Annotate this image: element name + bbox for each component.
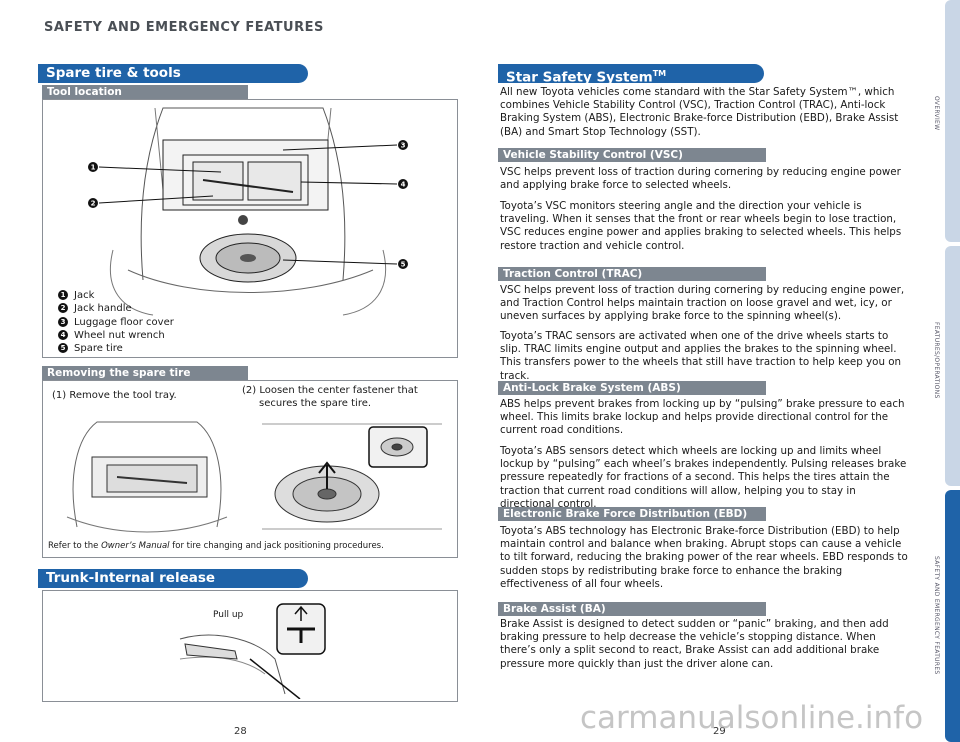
vsc-heading: Vehicle Stability Control (VSC) (498, 148, 766, 162)
legend-label: Spare tire (74, 343, 123, 355)
removing-spare-bar: Removing the spare tire (42, 366, 248, 380)
svg-text:1: 1 (91, 164, 96, 172)
remove-tray-illustration (66, 421, 228, 533)
legend-item: 5 Spare tire (58, 342, 174, 355)
legend-item: 2 Jack handle (58, 302, 174, 315)
legend-label: Wheel nut wrench (74, 329, 165, 341)
abs-paragraph-2: Toyota’s ABS sensors detect which wheels… (500, 445, 907, 510)
callout-number: 5 (58, 343, 68, 354)
svg-text:4: 4 (401, 181, 406, 189)
page-number-left: 28 (234, 726, 247, 737)
page-title: SAFETY AND EMERGENCY FEATURES (44, 20, 324, 35)
ba-paragraph-1: Brake Assist is designed to detect sudde… (500, 618, 889, 670)
ba-heading: Brake Assist (BA) (498, 602, 766, 616)
page-number-right: 29 (713, 726, 726, 737)
star-safety-banner: Star Safety SystemTM (498, 64, 764, 86)
step-loosen-line1: (2) Loosen the center fastener that (242, 385, 418, 396)
callout-number: 2 (58, 303, 68, 314)
vsc-paragraph-1: VSC helps prevent loss of traction durin… (500, 166, 901, 192)
tab-overview-label: OVERVIEW (933, 96, 940, 131)
trac-paragraph-1: VSC helps prevent loss of traction durin… (500, 284, 905, 323)
svg-text:5: 5 (401, 261, 406, 269)
ref-note-post: for tire changing and jack positioning p… (169, 541, 384, 551)
trunk-tools-illustration: 1 2 3 4 5 (88, 107, 408, 316)
callout-number: 4 (58, 329, 68, 340)
star-safety-content: All new Toyota vehicles come standard wi… (498, 86, 912, 686)
svg-text:2: 2 (91, 200, 96, 208)
trac-heading: Traction Control (TRAC) (498, 267, 766, 281)
star-safety-tm: TM (652, 69, 667, 78)
tab-safety-emergency[interactable] (945, 490, 960, 742)
ref-note-pre: Refer to the (48, 541, 102, 551)
step-loosen-line2: secures the spare tire. (259, 398, 372, 409)
tool-location-bar: Tool location (42, 85, 248, 99)
abs-heading: Anti-Lock Brake System (ABS) (498, 381, 766, 395)
loosen-fastener-illustration (262, 423, 442, 530)
pull-up-label: Pull up (213, 610, 244, 620)
owners-manual-note: Refer to the Owner’s Manual for tire cha… (48, 541, 384, 551)
legend-item: 1 Jack (58, 289, 174, 302)
ebd-heading: Electronic Brake Force Distribution (EBD… (498, 507, 766, 521)
trunk-release-banner: Trunk-Internal release (38, 569, 308, 588)
step-remove-tray: (1) Remove the tool tray. (52, 390, 177, 401)
tab-safety-label: SAFETY AND EMERGENCY FEATURES (933, 556, 940, 675)
step-loosen-fastener: (2) Loosen the center fastener that secu… (242, 384, 418, 410)
tab-features-label: FEATURES/OPERATIONS (933, 322, 940, 399)
legend-label: Luggage floor cover (74, 316, 174, 328)
legend-item: 4 Wheel nut wrench (58, 329, 174, 342)
trunk-release-illustration (179, 603, 326, 699)
trunk-release-figure: Pull up (42, 590, 458, 702)
trac-paragraph-2: Toyota’s TRAC sensors are activated when… (500, 330, 902, 382)
removing-spare-figure (42, 380, 458, 558)
tool-location-figure: 1 2 3 4 5 (42, 99, 458, 358)
vsc-paragraph-2: Toyota’s VSC monitors steering angle and… (500, 200, 902, 252)
spare-tire-banner: Spare tire & tools (38, 64, 308, 83)
callout-number: 1 (58, 290, 68, 300)
svg-text:3: 3 (401, 142, 406, 150)
ebd-paragraph-1: Toyota’s ABS technology has Electronic B… (500, 525, 908, 590)
legend-item: 3 Luggage floor cover (58, 316, 174, 329)
tab-features-operations[interactable] (945, 246, 960, 486)
tab-overview[interactable] (945, 0, 960, 242)
intro-paragraph: All new Toyota vehicles come standard wi… (500, 86, 899, 138)
legend-label: Jack (74, 290, 95, 301)
ref-note-manual: Owner’s Manual (101, 541, 170, 551)
abs-paragraph-1: ABS helps prevent brakes from locking up… (500, 398, 905, 437)
callout-number: 3 (58, 316, 68, 327)
star-safety-title: Star Safety System (506, 69, 653, 86)
watermark: carmanualsonline.info (580, 700, 924, 736)
legend-label: Jack handle (74, 303, 132, 315)
